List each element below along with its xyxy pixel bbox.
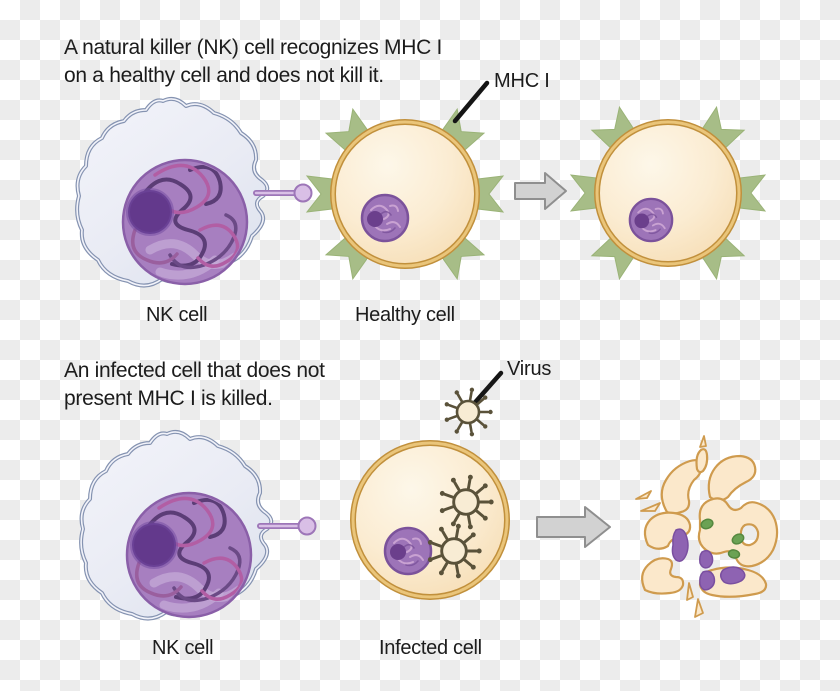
caption-bottom: An infected cell that does not present M… bbox=[64, 357, 325, 413]
nk-cell-bottom-graphic bbox=[81, 432, 315, 619]
caption-bottom-line1: An infected cell that does not bbox=[64, 359, 325, 382]
nk-cell-bottom-label: NK cell bbox=[152, 637, 214, 659]
virus-label: Virus bbox=[507, 358, 552, 380]
mhc1-label: MHC I bbox=[494, 70, 550, 92]
infected-cell-label: Infected cell bbox=[379, 637, 482, 659]
healthy-cell-graphic bbox=[306, 108, 504, 280]
lysed-cell-fragments bbox=[635, 435, 779, 618]
healthy-cell-label: Healthy cell bbox=[355, 304, 455, 326]
arrow-right-top-icon bbox=[514, 172, 567, 210]
arrow-right-bottom-icon bbox=[536, 506, 611, 548]
caption-top-line2: on a healthy cell and does not kill it. bbox=[64, 64, 384, 87]
caption-top: A natural killer (NK) cell recognizes MH… bbox=[64, 34, 442, 90]
healthy-cell-after-graphic bbox=[570, 106, 766, 280]
mhc1-pointer-line bbox=[452, 80, 490, 124]
virus-icon bbox=[444, 387, 493, 436]
nk-cell-top-label: NK cell bbox=[146, 304, 208, 326]
caption-top-line1: A natural killer (NK) cell recognizes MH… bbox=[64, 36, 443, 59]
infected-cell-graphic bbox=[350, 440, 510, 600]
virus-pointer-line bbox=[468, 370, 504, 410]
caption-bottom-line2: present MHC I is killed. bbox=[64, 387, 273, 410]
nk-cell-top-graphic bbox=[77, 99, 311, 286]
